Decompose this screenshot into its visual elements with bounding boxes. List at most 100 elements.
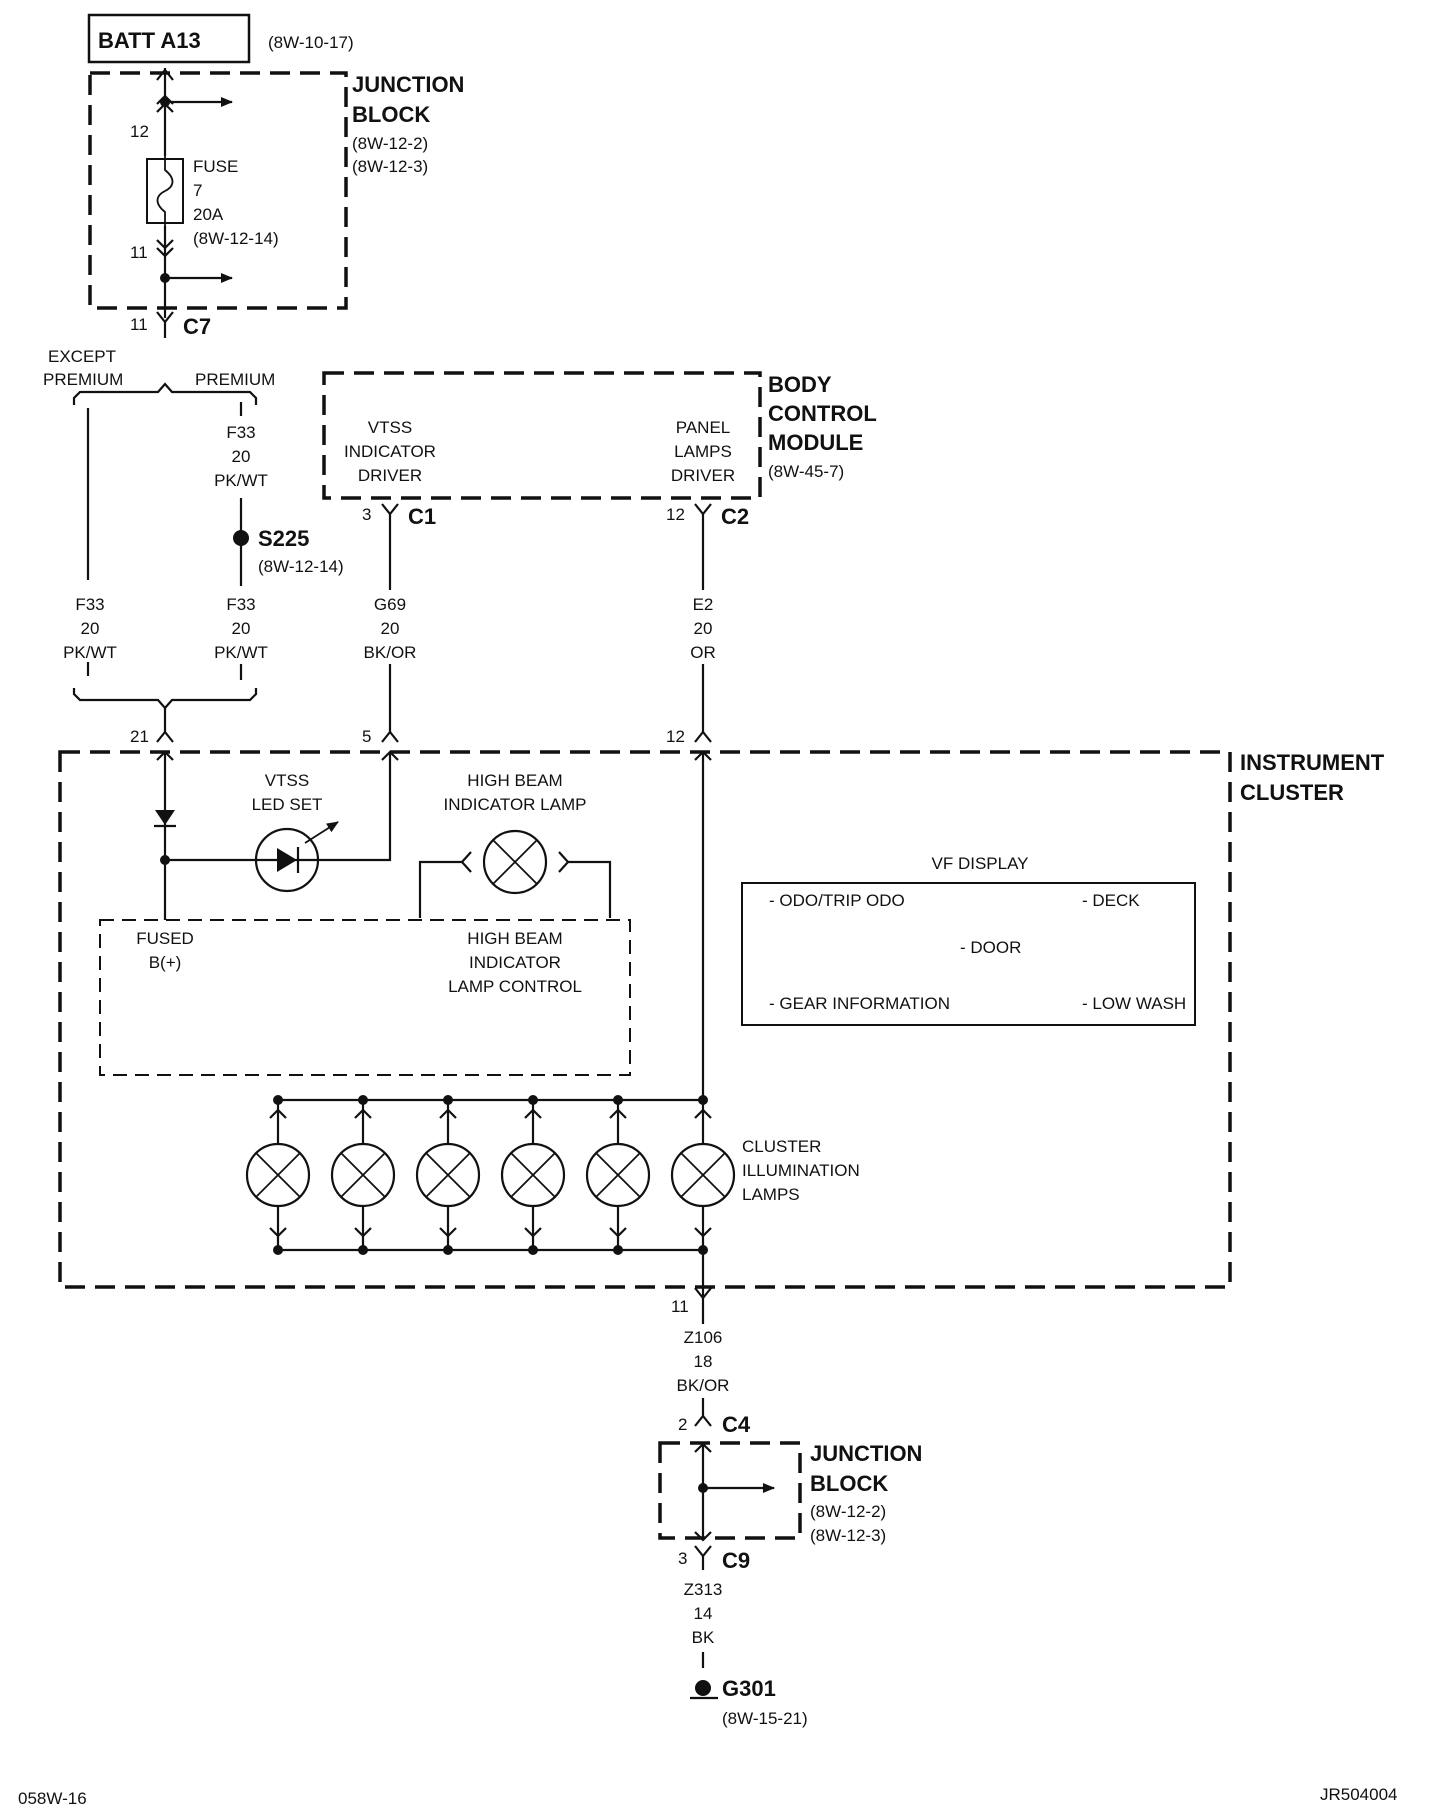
battery-label: BATT A13 (98, 28, 201, 53)
g301-ref: (8W-15-21) (722, 1709, 808, 1728)
wire-f33-upper-3: PK/WT (214, 471, 268, 490)
fuse-label-3: 20A (193, 205, 224, 224)
cluster-lamp (330, 1095, 396, 1255)
fused-b-2: B(+) (149, 953, 182, 972)
wire-f33-right-3: PK/WT (214, 643, 268, 662)
vtss-driver-1: VTSS (368, 418, 412, 437)
junction-block-top-ref-2: (8W-12-3) (352, 157, 428, 176)
high-beam-lamp-1: HIGH BEAM (467, 771, 562, 790)
wire-f33-left-2: 20 (81, 619, 100, 638)
footer-right: JR504004 (1320, 1785, 1398, 1804)
vtss-led-2: LED SET (252, 795, 323, 814)
wire-z106-1: Z106 (684, 1328, 723, 1347)
cluster-lamp (245, 1095, 311, 1255)
branch-brace-bottom (72, 688, 258, 710)
panel-driver-1: PANEL (676, 418, 731, 437)
connector-c7 (156, 311, 174, 338)
battery-ref: (8W-10-17) (268, 33, 354, 52)
vtss-driver-2: INDICATOR (344, 442, 436, 461)
wire-f33-left-3: PK/WT (63, 643, 117, 662)
bcm-title-2: CONTROL (768, 401, 877, 426)
vf-item-odo: - ODO/TRIP ODO (769, 891, 905, 910)
wire-f33-right-2: 20 (232, 619, 251, 638)
vtss-driver-3: DRIVER (358, 466, 422, 485)
hb-control-1: HIGH BEAM (467, 929, 562, 948)
jb-pin-in: 12 (130, 122, 149, 141)
connector-c9 (694, 1545, 712, 1570)
cluster-lamp (585, 1095, 651, 1255)
premium-label: PREMIUM (195, 370, 275, 389)
cluster-illumination-lamps (245, 1095, 736, 1255)
wire-z106-2: 18 (694, 1352, 713, 1371)
fuse-label-1: FUSE (193, 157, 238, 176)
fuse-label-2: 7 (193, 181, 202, 200)
vf-item-door: - DOOR (960, 938, 1021, 957)
c2-pin: 12 (666, 505, 685, 524)
footer-left: 058W-16 (18, 1789, 87, 1808)
ground-g301 (695, 1680, 711, 1696)
wire-g69-2: 20 (381, 619, 400, 638)
wire-f33-upper-1: F33 (226, 423, 255, 442)
cluster-title-1: INSTRUMENT (1240, 750, 1385, 775)
cluster-lamp (415, 1095, 481, 1255)
wire-z106-3: BK/OR (677, 1376, 730, 1395)
junction-block-top-title-1: JUNCTION (352, 72, 464, 97)
wire-e2-3: OR (690, 643, 716, 662)
bcm-ref: (8W-45-7) (768, 462, 844, 481)
jb-bottom-ref-1: (8W-12-2) (810, 1502, 886, 1521)
cluster-lamps-2: ILLUMINATION (742, 1161, 860, 1180)
fused-b-1: FUSED (136, 929, 194, 948)
cluster-title-2: CLUSTER (1240, 780, 1344, 805)
s225-name: S225 (258, 526, 309, 551)
cluster-ground-pin (694, 1287, 712, 1324)
cluster-lamps-3: LAMPS (742, 1185, 800, 1204)
vf-item-low-wash: - LOW WASH (1082, 994, 1186, 1013)
c4-name: C4 (722, 1412, 751, 1437)
c7-name: C7 (183, 314, 211, 339)
wire-z313-2: 14 (694, 1604, 713, 1623)
cluster-pins (156, 730, 712, 743)
c9-pin: 3 (678, 1549, 687, 1568)
g301-name: G301 (722, 1676, 776, 1701)
hb-control-2: INDICATOR (469, 953, 561, 972)
diode (155, 810, 175, 825)
wire-f33-left-1: F33 (75, 595, 104, 614)
junction-block-bottom (658, 1441, 802, 1540)
junction-block-top-ref-1: (8W-12-2) (352, 134, 428, 153)
vf-item-gear: - GEAR INFORMATION (769, 994, 950, 1013)
jb-bottom-title-2: BLOCK (810, 1471, 888, 1496)
except-premium-2: PREMIUM (43, 370, 123, 389)
vf-display (741, 882, 1196, 1026)
cluster-pin-vtss: 5 (362, 727, 371, 746)
vtss-led-1: VTSS (265, 771, 309, 790)
cluster-lamps-1: CLUSTER (742, 1137, 821, 1156)
fuse-label-4: (8W-12-14) (193, 229, 279, 248)
hb-control-3: LAMP CONTROL (448, 977, 582, 996)
c7-pin: 11 (130, 315, 148, 334)
panel-driver-3: DRIVER (671, 466, 735, 485)
cluster-pin-panel: 12 (666, 727, 685, 746)
wire-g69-1: G69 (374, 595, 406, 614)
cluster-lamp (670, 1095, 736, 1255)
s225-ref: (8W-12-14) (258, 557, 344, 576)
body-control-module (322, 371, 762, 500)
vf-display-title: VF DISPLAY (932, 854, 1029, 873)
bcm-title-1: BODY (768, 372, 832, 397)
wire-e2-2: 20 (694, 619, 713, 638)
c1-name: C1 (408, 504, 436, 529)
connector-c4 (694, 1414, 712, 1427)
wire-z313-1: Z313 (684, 1580, 723, 1599)
jb-pin-out: 11 (130, 243, 148, 262)
control-box (99, 919, 631, 1076)
connector-c2 (694, 503, 712, 590)
jb-bottom-title-1: JUNCTION (810, 1441, 922, 1466)
vf-item-deck: - DECK (1082, 891, 1140, 910)
high-beam-lamp-2: INDICATOR LAMP (444, 795, 587, 814)
bcm-title-3: MODULE (768, 430, 863, 455)
junction-block-top-title-2: BLOCK (352, 102, 430, 127)
c1-pin: 3 (362, 505, 371, 524)
splice-s225 (233, 530, 249, 546)
connector-c1 (381, 503, 399, 590)
jb-bottom-ref-2: (8W-12-3) (810, 1526, 886, 1545)
